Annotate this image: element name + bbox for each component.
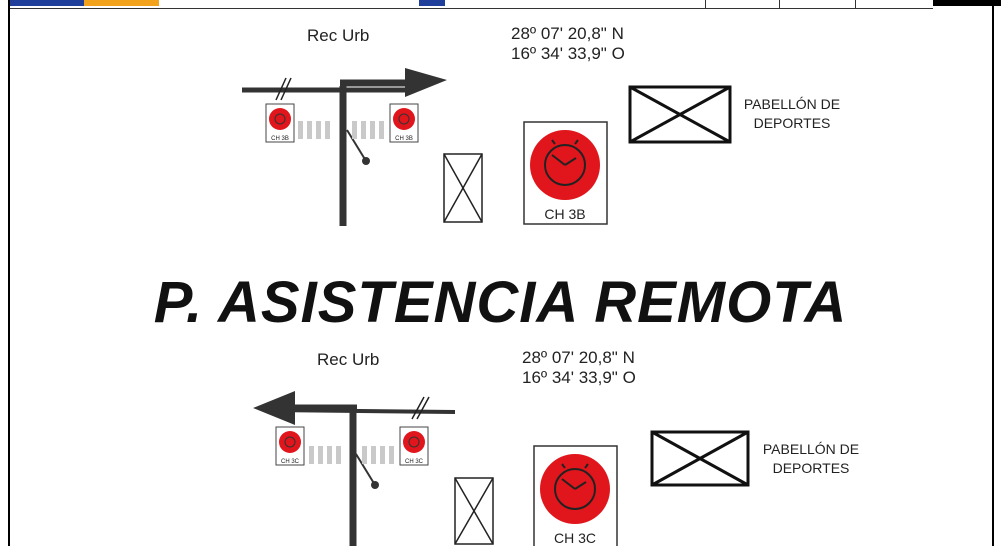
- sports-pavilion-top: [628, 85, 732, 144]
- header-strip-blue-2: [419, 0, 445, 6]
- small-device-label: CH 3B: [271, 136, 289, 142]
- small-device-left: CH 3C: [275, 426, 305, 466]
- alarm-clock-icon: [544, 139, 586, 186]
- road-label: Rec Urb: [317, 350, 379, 369]
- arrow-right-icon: [405, 68, 447, 97]
- small-device-label: CH 3B: [395, 136, 413, 142]
- page-title: P. ASISTENCIA REMOTA: [153, 270, 848, 335]
- top-section-diagram: Rec Urb 28º 07' 20,8" N 16º 34' 33,9" O …: [242, 24, 840, 226]
- road-break-mark: [416, 396, 430, 420]
- road-label: Rec Urb: [307, 26, 369, 45]
- road-break-mark: [275, 77, 287, 101]
- road-break-mark: [411, 396, 425, 420]
- left-border: [8, 0, 10, 546]
- longitude-text: 16º 34' 33,9" O: [511, 44, 625, 63]
- barrier-arm: [346, 129, 367, 162]
- pavilion-label-line2: DEPORTES: [754, 115, 831, 131]
- small-device-label: CH 3C: [281, 459, 300, 465]
- small-device-label: CH 3C: [405, 459, 424, 465]
- small-building: [443, 153, 483, 223]
- crosswalk: [309, 446, 394, 464]
- header-strip-blue: [10, 0, 84, 6]
- bottom-section-diagram: Rec Urb 28º 07' 20,8" N 16º 34' 33,9" O …: [253, 348, 859, 546]
- pavilion-label-line1: PABELLÓN DE: [763, 441, 859, 457]
- sports-pavilion-bottom: [650, 430, 750, 487]
- right-border: [992, 0, 994, 546]
- road-break-mark: [280, 77, 292, 101]
- header-cell-divider: [779, 0, 780, 8]
- header-cell-divider: [705, 0, 706, 8]
- header-cell-divider: [855, 0, 856, 8]
- crosswalk: [298, 121, 384, 139]
- device-label: CH 3B: [544, 206, 585, 222]
- barrier-pivot: [371, 481, 379, 489]
- alarm-clock-icon: [554, 463, 596, 510]
- longitude-text: 16º 34' 33,9" O: [522, 368, 636, 387]
- barrier-pivot: [362, 157, 370, 165]
- latitude-text: 28º 07' 20,8" N: [511, 24, 624, 43]
- small-device-right: CH 3C: [399, 426, 429, 466]
- main-device-top: CH 3B: [523, 121, 608, 225]
- small-device-left: CH 3B: [265, 103, 295, 143]
- latitude-text: 28º 07' 20,8" N: [522, 348, 635, 367]
- pavilion-label-line2: DEPORTES: [773, 460, 850, 476]
- header-line: [10, 0, 933, 9]
- small-building: [454, 477, 494, 545]
- small-device-right: CH 3B: [389, 103, 419, 143]
- arrow-left-icon: [253, 391, 295, 425]
- barrier-arm: [355, 453, 376, 486]
- pavilion-label-line1: PABELLÓN DE: [744, 96, 840, 112]
- main-device-bottom: CH 3C: [533, 445, 618, 546]
- header-strip-black: [933, 0, 1001, 6]
- header-strip-orange: [84, 0, 159, 6]
- device-label: CH 3C: [554, 530, 596, 546]
